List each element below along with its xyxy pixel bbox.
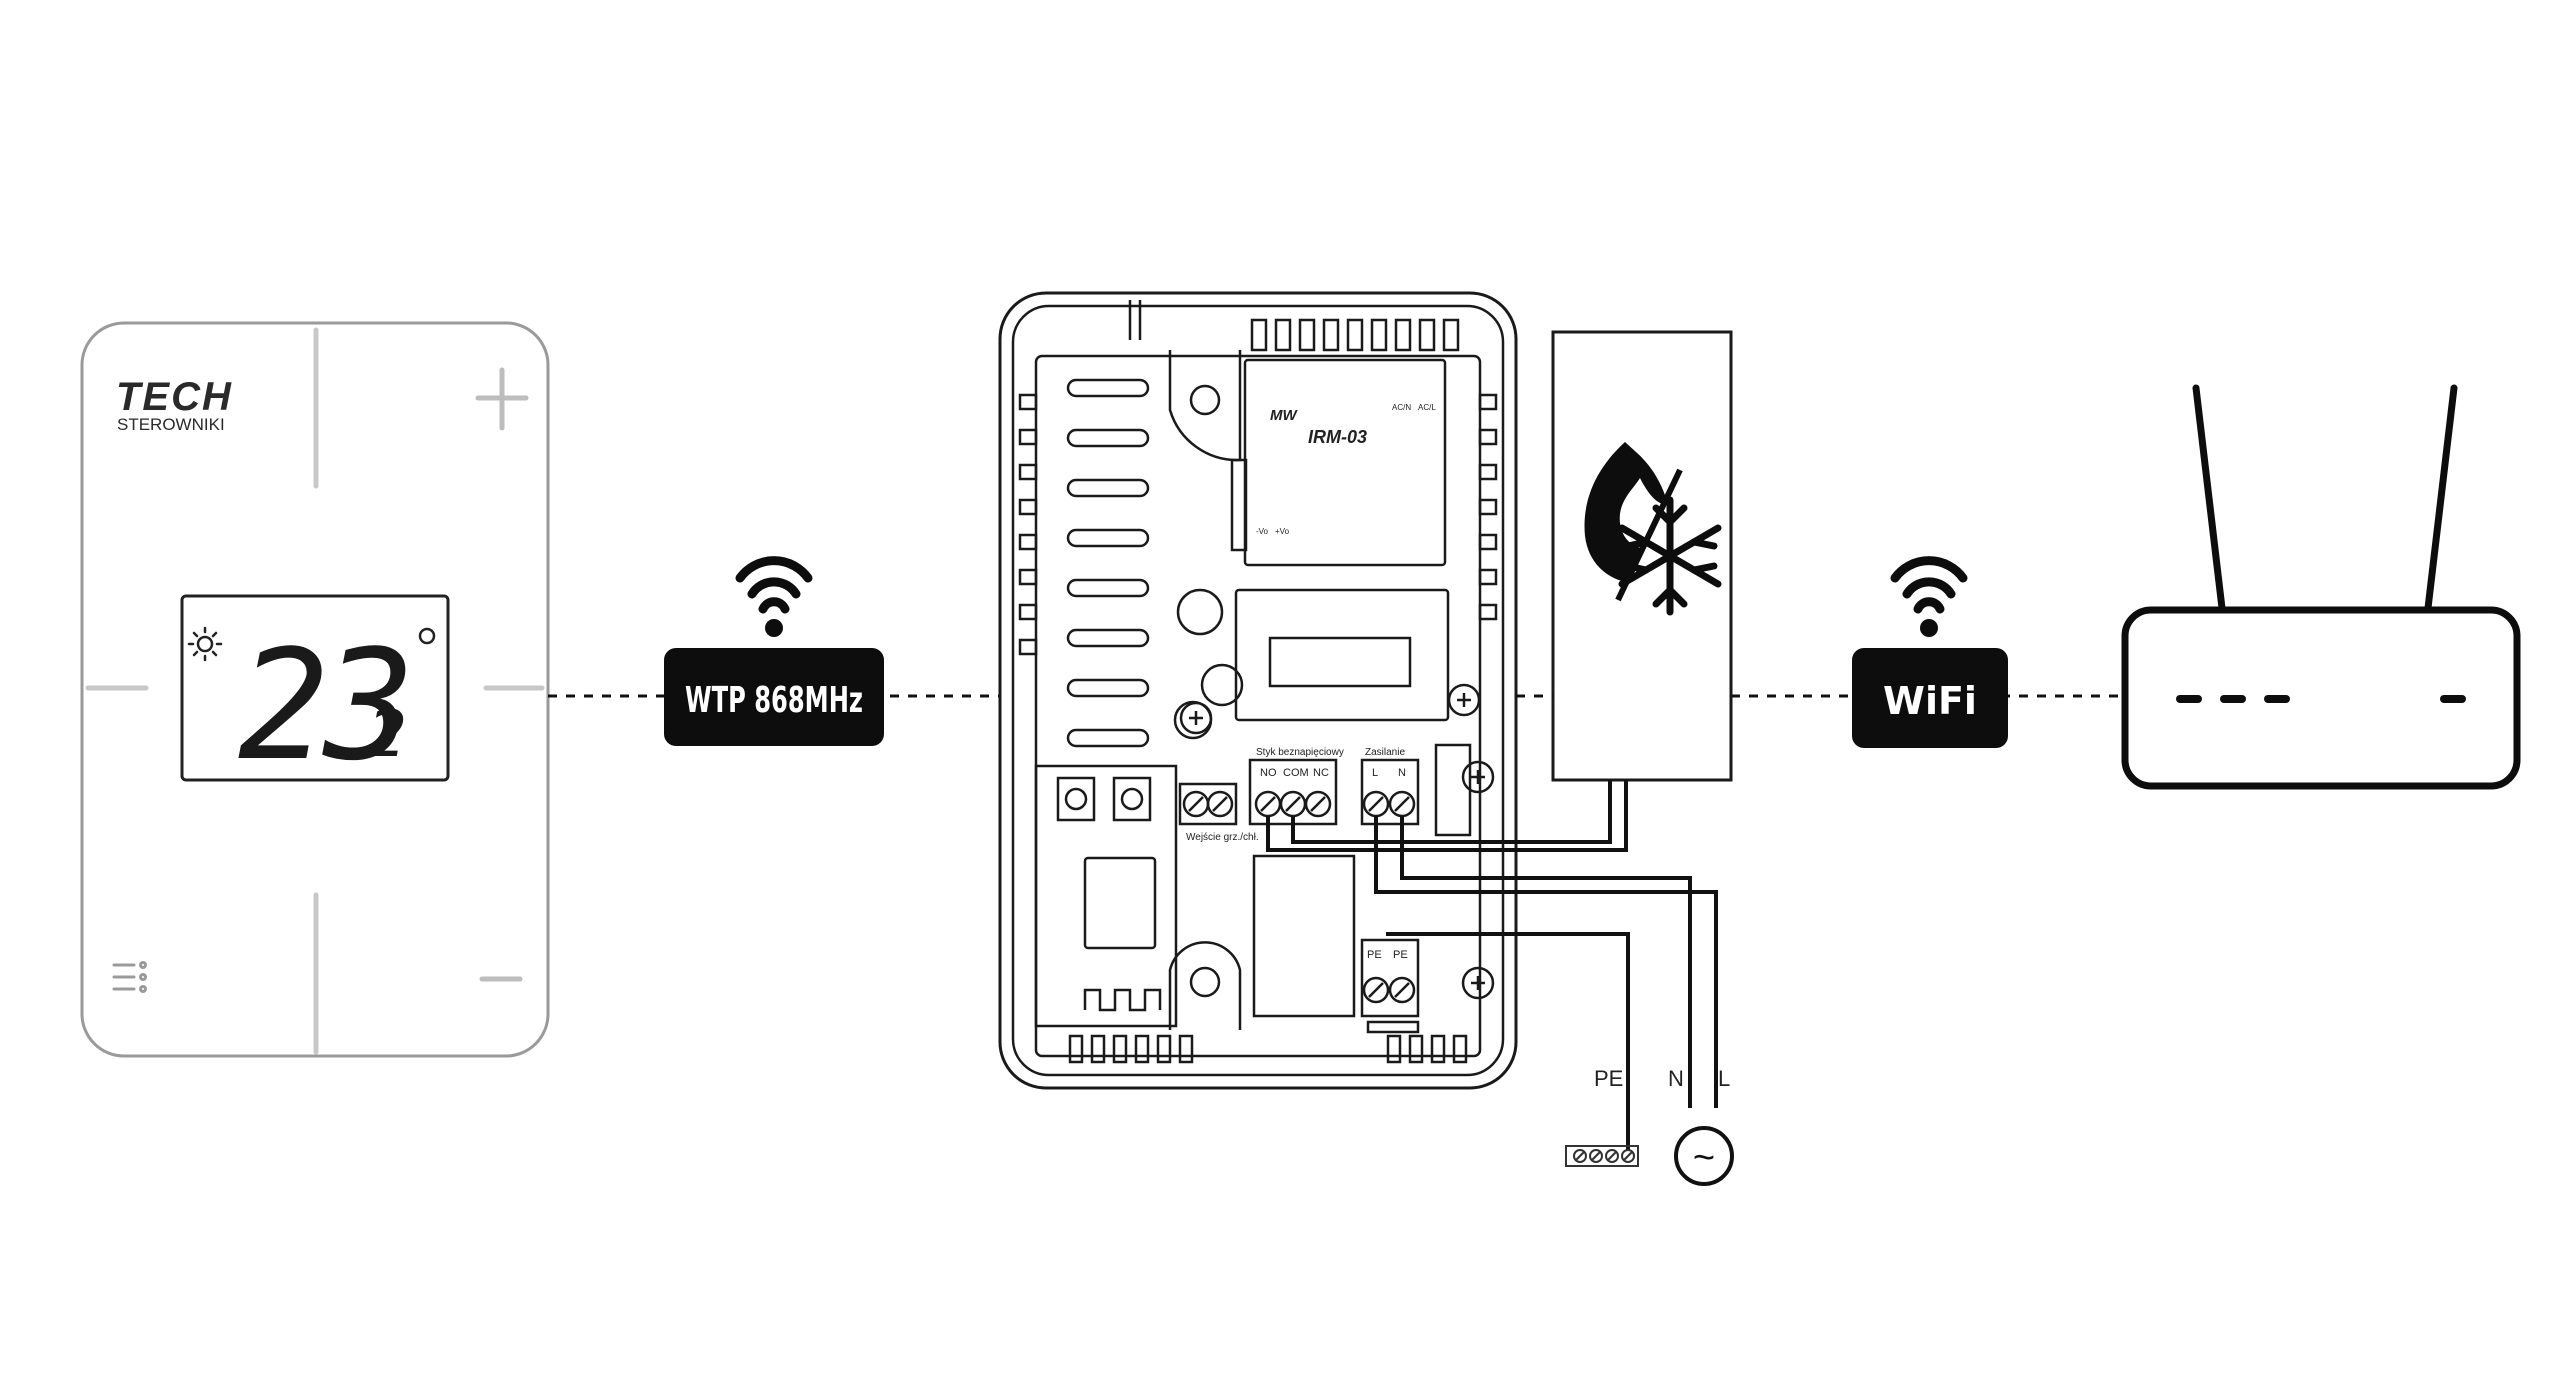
- pin-l-label: L: [1372, 767, 1378, 779]
- snowflake-icon: [1618, 496, 1722, 616]
- safety-contact-title: Styk beznapięciowy: [1256, 747, 1344, 758]
- wifi-badge: WiFi: [1852, 556, 2008, 748]
- thermostat-panel: TECH STEROWNIKI 23 2: [80, 321, 550, 1058]
- radio-board: [1034, 764, 1178, 1028]
- pe-pin-label-2: PE: [1393, 949, 1408, 961]
- screw-icon: [1179, 683, 1495, 1000]
- relay-pin-4: +Vo: [1275, 527, 1290, 536]
- top-pin-strip: [1250, 318, 1460, 352]
- temperature-display: 23 2: [180, 594, 450, 794]
- ac-source-icon: ~: [1674, 1126, 1734, 1186]
- relay-maker: MW: [1270, 407, 1298, 424]
- brand-subtitle: STEROWNIKI: [117, 415, 225, 434]
- plus-icon[interactable]: [475, 367, 529, 431]
- component-column: [1066, 378, 1150, 748]
- router-icon: [2121, 384, 2521, 790]
- relay-model: IRM-03: [1308, 427, 1367, 447]
- controller-module: MW IRM-03 AC/N AC/L -Vo +Vo Wejście grz.: [998, 291, 1518, 1090]
- input-terminal: Wejście grz./chł.: [1178, 782, 1259, 843]
- status-dot: [418, 627, 436, 645]
- pin-no-label: NO: [1260, 767, 1277, 779]
- mains-l-label: L: [1718, 1066, 1730, 1091]
- ground-terminal-icon: [1565, 1145, 1639, 1167]
- mount-hole-bottom: [1189, 966, 1221, 998]
- pe-terminal: PE PE: [1360, 938, 1420, 1034]
- mains-n-label: N: [1668, 1066, 1684, 1091]
- relay-pin-3: -Vo: [1256, 527, 1269, 536]
- temperature-value: 23: [238, 617, 409, 794]
- wifi-signal-icon: [1890, 556, 1968, 614]
- router-body: [2121, 606, 2521, 790]
- power-title: Zasilanie: [1365, 747, 1405, 758]
- flame-icon: [1584, 442, 1668, 582]
- right-pin-strip: [1478, 393, 1498, 621]
- relay-pin-1: AC/N: [1392, 403, 1411, 412]
- wiring: [1266, 780, 1718, 1150]
- mount-hole-top: [1189, 384, 1221, 416]
- pin-com-label: COM: [1283, 767, 1309, 779]
- antenna-left: [2192, 384, 2226, 612]
- ac-source-symbol: ~: [1693, 1137, 1715, 1179]
- mains-pe-label: PE: [1594, 1066, 1623, 1091]
- wireless-signal-icon: [735, 556, 813, 614]
- sun-icon: [187, 626, 223, 662]
- heating-cooling-device: [1551, 330, 1733, 782]
- relay-pin-2: AC/L: [1418, 403, 1436, 412]
- decimal-point: [355, 748, 365, 758]
- pin-nc-label: NC: [1313, 767, 1329, 779]
- pe-pin-label-1: PE: [1367, 949, 1382, 961]
- safety-contact-terminal: Styk beznapięciowy NO COM NC: [1248, 747, 1344, 826]
- input-terminal-label: Wejście grz./chł.: [1186, 832, 1259, 843]
- antenna-right: [2424, 384, 2458, 612]
- left-pin-strip: [1018, 393, 1038, 656]
- radio-badge: WTP 868MHz: [664, 556, 884, 746]
- bottom-pin-strip: [1068, 1034, 1468, 1064]
- transformer-block: [1252, 854, 1356, 1018]
- capacitor-block: [1234, 588, 1450, 722]
- wifi-label: WiFi: [1883, 679, 1977, 723]
- menu-icon[interactable]: [112, 961, 147, 993]
- radio-label: WTP 868MHz: [685, 680, 863, 721]
- temperature-decimal: 2: [368, 698, 407, 772]
- brand-logo: TECH: [116, 375, 233, 419]
- pin-n-label: N: [1398, 767, 1406, 779]
